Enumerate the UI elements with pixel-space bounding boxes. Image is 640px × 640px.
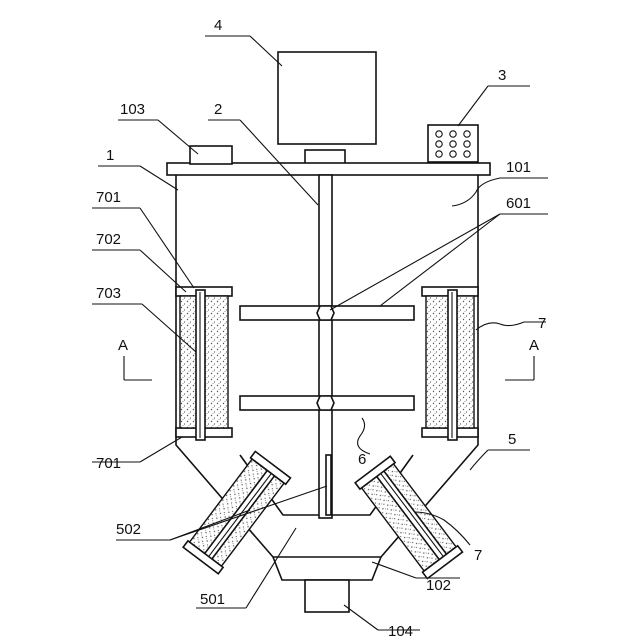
label-6: 6 bbox=[358, 451, 366, 468]
label-7-right: 7 bbox=[538, 315, 546, 332]
label-501: 501 bbox=[200, 591, 225, 608]
label-2: 2 bbox=[214, 101, 222, 118]
stirring-shaft bbox=[318, 174, 333, 519]
label-601: 601 bbox=[506, 195, 531, 212]
vent-box bbox=[427, 124, 479, 163]
lid-plate bbox=[166, 162, 491, 176]
outlet-neck bbox=[272, 556, 382, 581]
section-marker-right bbox=[505, 356, 535, 381]
discharge-pipe bbox=[304, 579, 350, 613]
upper-hub bbox=[316, 305, 335, 321]
right-heater bbox=[421, 286, 479, 441]
label-502: 502 bbox=[116, 521, 141, 538]
inlet-box bbox=[189, 145, 233, 165]
label-701-top: 701 bbox=[96, 189, 121, 206]
label-701-bottom: 701 bbox=[96, 455, 121, 472]
left-heater bbox=[175, 286, 233, 441]
label-3: 3 bbox=[498, 67, 506, 84]
label-1: 1 bbox=[106, 147, 114, 164]
label-a-right: A bbox=[529, 337, 539, 354]
section-marker-left bbox=[123, 356, 152, 381]
label-4: 4 bbox=[214, 17, 222, 34]
motor-coupling bbox=[304, 149, 346, 165]
leader-lines bbox=[92, 35, 548, 631]
label-101: 101 bbox=[506, 159, 531, 176]
lower-hub bbox=[316, 395, 335, 411]
lower-right-heater bbox=[354, 455, 464, 580]
bottom-blade bbox=[325, 454, 332, 516]
label-702: 702 bbox=[96, 231, 121, 248]
tank-body bbox=[175, 175, 479, 558]
label-5: 5 bbox=[508, 431, 516, 448]
label-102: 102 bbox=[426, 577, 451, 594]
label-103: 103 bbox=[120, 101, 145, 118]
label-703: 703 bbox=[96, 285, 121, 302]
label-7-bottom: 7 bbox=[474, 547, 482, 564]
lower-left-heater bbox=[182, 450, 292, 575]
label-104: 104 bbox=[388, 623, 413, 640]
label-a-left: A bbox=[118, 337, 128, 354]
motor-box bbox=[277, 51, 377, 145]
